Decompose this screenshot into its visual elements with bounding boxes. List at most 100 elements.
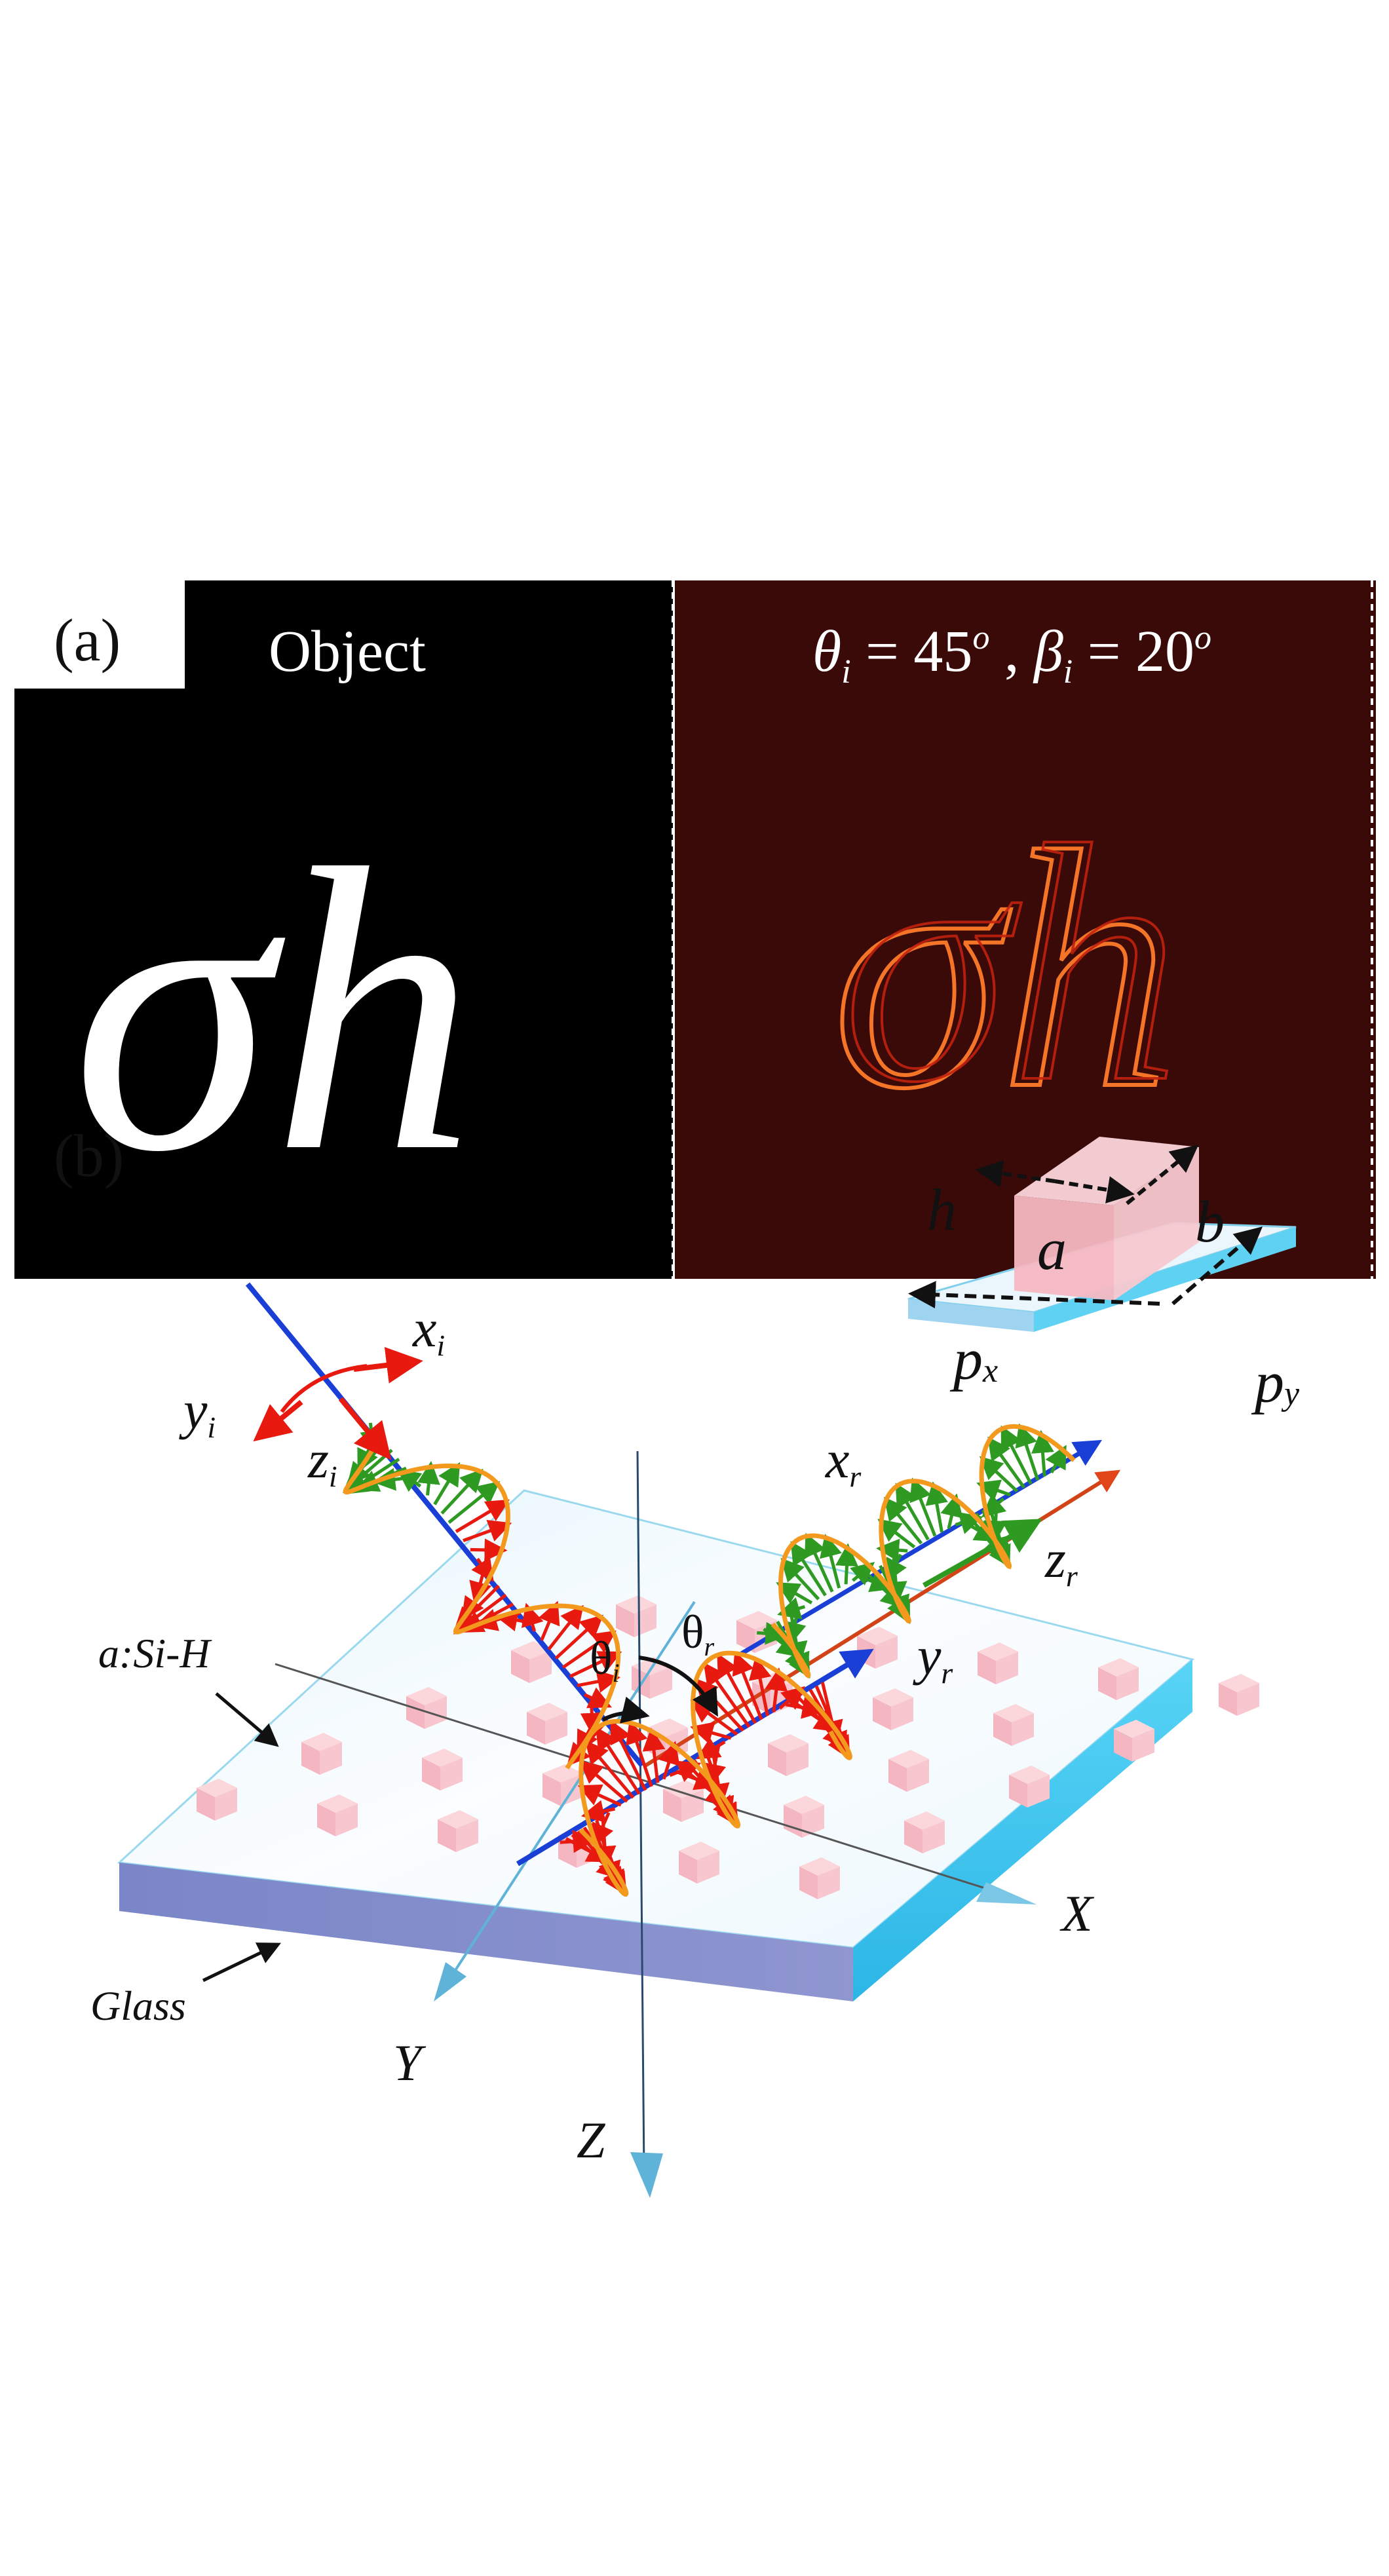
e-field-arrow (569, 1651, 622, 1678)
x-axis-arrowhead (976, 1882, 1037, 1904)
e-field-arrow (469, 1567, 492, 1605)
e-field-arrow (883, 1496, 923, 1545)
e-field-arrow (538, 1601, 560, 1641)
e-field-arrow (1045, 1445, 1067, 1473)
e-field-arrow (777, 1597, 806, 1619)
inset-py-arrow (1171, 1226, 1263, 1306)
e-field-arrow (979, 1456, 1019, 1493)
e-field-arrow (417, 1460, 440, 1496)
incident-x-label: xi (412, 1298, 445, 1362)
e-field-arrow (626, 1720, 653, 1787)
object-image (14, 580, 673, 1279)
inset-a-arrow-left (975, 1160, 1056, 1188)
e-field-arrow (433, 1462, 461, 1506)
y-axis-arrowhead (434, 1962, 466, 2001)
panel-a-label: (a) (54, 607, 121, 673)
e-field-arrow (790, 1541, 827, 1597)
e-field-arrow (592, 1811, 614, 1847)
object-glyphs: σh (72, 786, 476, 1236)
e-field-arrow (895, 1483, 930, 1541)
reflected-y-label: yr (913, 1626, 953, 1690)
e-field-arrow (547, 1604, 584, 1651)
e-field-arrow (1031, 1430, 1054, 1477)
e-field-arrow (804, 1532, 834, 1593)
e-field-arrow (987, 1436, 1026, 1489)
e-field-arrow (658, 1741, 680, 1780)
e-field-arrow (1000, 1425, 1033, 1485)
svg-text:σh: σh (843, 776, 1181, 1152)
e-field-arrow (732, 1651, 763, 1720)
result-title: θi = 45o , βi = 20o (812, 619, 1211, 691)
e-field-arrow (776, 1582, 813, 1604)
object-title: Object (269, 619, 426, 684)
e-field-arrow (580, 1800, 616, 1823)
e-field-arrow (876, 1538, 908, 1562)
e-field-arrow (584, 1740, 635, 1799)
theta-i-arc (601, 1696, 650, 1724)
e-field-arrow (579, 1760, 628, 1803)
e-field-arrow (561, 1630, 617, 1669)
incident-x-arrow (353, 1347, 423, 1384)
inset-h-label: h (927, 1178, 957, 1243)
e-field-arrow (669, 1760, 702, 1783)
panel-a-svg: (a) Object σh θi = 45o , βi = 20o σh σh (0, 567, 1376, 1279)
e-field-arrow (455, 1499, 510, 1533)
e-field-arrow (820, 1534, 842, 1589)
incident-y-label: yi (179, 1380, 216, 1444)
theta-r-label: θr (681, 1606, 715, 1661)
e-field-arrow (717, 1653, 757, 1724)
incident-z-arrow (338, 1397, 392, 1460)
e-field-arrow (778, 1686, 805, 1710)
e-field-arrow (835, 1543, 858, 1585)
e-field-arrow (577, 1670, 621, 1693)
panel-a: (a) Object σh θi = 45o , βi = 20o σh σh (0, 0, 1389, 1279)
inset-b-label: b (1195, 1190, 1225, 1255)
e-field-arrow (642, 1728, 666, 1783)
inset-px-label: px (949, 1327, 998, 1392)
axis-y-label: Y (393, 2034, 427, 2091)
axis-z-label: Z (577, 2112, 606, 2169)
e-field-arrow (577, 1784, 622, 1807)
e-field-arrow (850, 1561, 875, 1585)
e-field-arrow (765, 1667, 788, 1713)
e-field-arrow (909, 1477, 937, 1537)
incident-z-label: zi (307, 1430, 337, 1493)
e-field-arrow (1015, 1423, 1040, 1481)
e-field-arrow (748, 1656, 772, 1716)
e-field-arrow (690, 1722, 732, 1744)
e-field-arrow (877, 1519, 916, 1549)
reflected-x-label: xr (825, 1430, 862, 1493)
e-field-arrow (696, 1737, 726, 1760)
substrate-pointer (202, 1942, 282, 1982)
reflected-y-axis (923, 1519, 1042, 1588)
e-field-arrow (554, 1614, 604, 1660)
nanopillar (1219, 1674, 1259, 1716)
incident-beam-axis (245, 1282, 645, 1768)
e-field-arrow (583, 1687, 612, 1709)
panel-a-label-box (0, 567, 185, 689)
inset-px-arrow (908, 1281, 1160, 1309)
e-field-arrow (595, 1726, 641, 1795)
e-field-arrow (780, 1557, 820, 1601)
substrate-label: Glass (90, 1982, 186, 2029)
axis-x-label: X (1059, 1885, 1095, 1942)
svg-text:σh: σh (832, 782, 1170, 1159)
theta-r-arc (638, 1656, 718, 1717)
inset-a-label: a (1037, 1217, 1067, 1282)
e-field-arrow (471, 1557, 494, 1582)
inset-a-arrow-right (1054, 1176, 1135, 1203)
e-field-arrow (940, 1493, 963, 1529)
e-field-arrow (925, 1481, 949, 1533)
e-field-arrow (463, 1520, 512, 1542)
theta-i-label: θi (590, 1632, 620, 1688)
e-field-arrow (470, 1538, 508, 1562)
e-field-arrow (447, 1481, 501, 1524)
panel-b-label: (b) (54, 1122, 124, 1189)
result-edge-outline: σh σh (830, 774, 1182, 1161)
material-pointer (215, 1692, 279, 1747)
z-axis-arrowhead (630, 2152, 663, 2198)
reflected-helix (771, 1424, 1076, 1678)
panel-b-svg: (b) X Y Z xi yi zi xr yr zr θi θr a:Si-H (54, 1122, 1300, 2198)
e-field-arrow (703, 1662, 751, 1728)
material-label: a:Si-H (98, 1630, 212, 1676)
